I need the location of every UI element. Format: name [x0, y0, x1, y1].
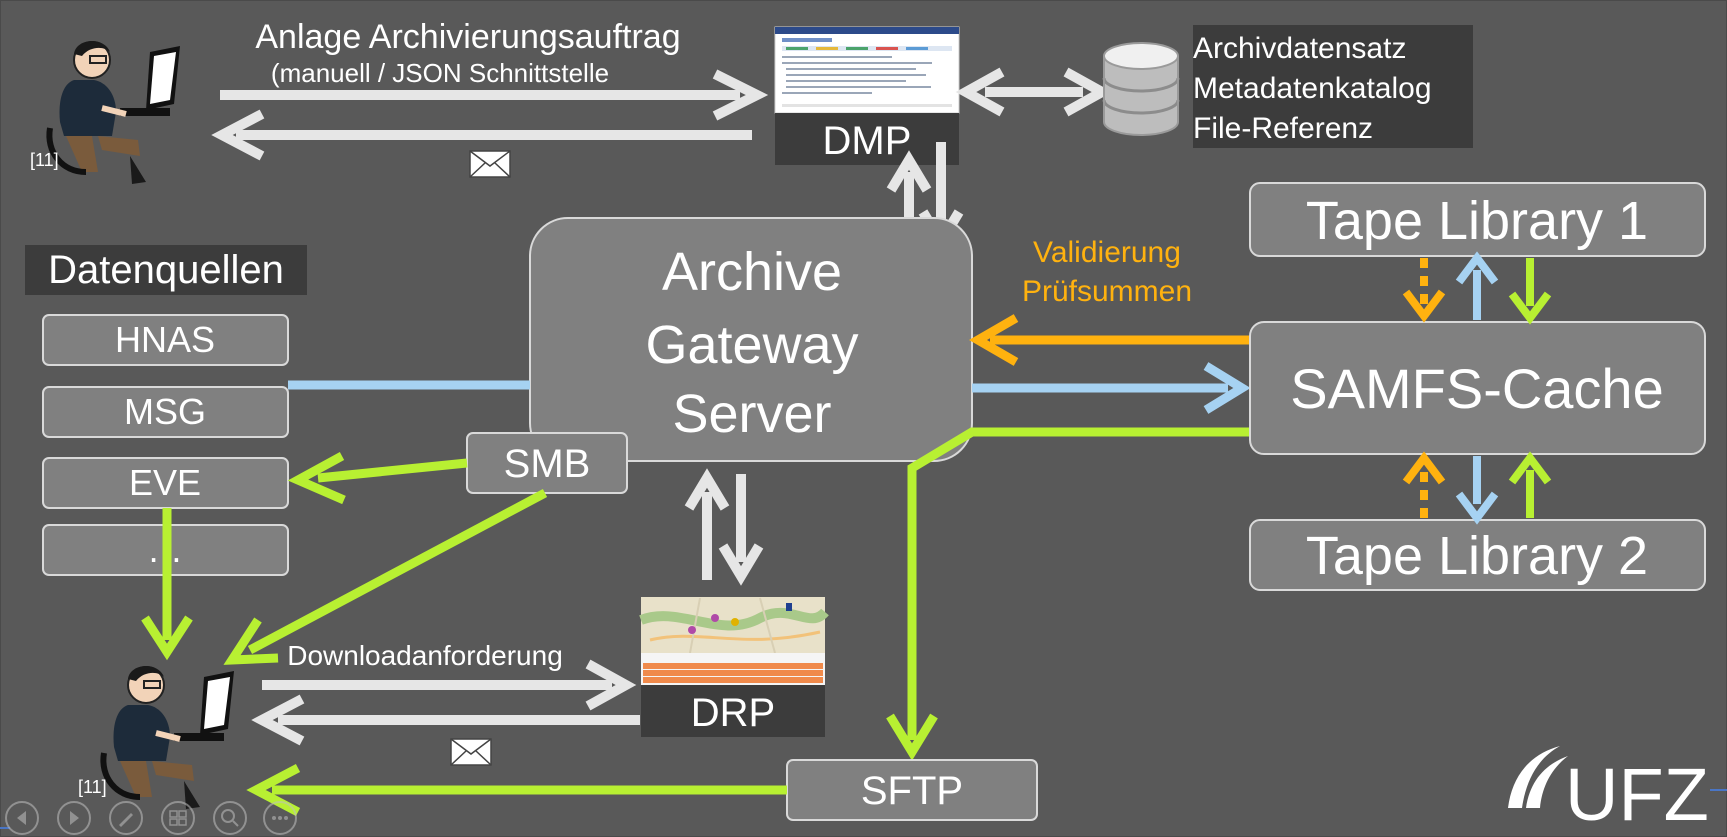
database-icon [1102, 42, 1180, 136]
database-info-line-2: Metadatenkatalog [1193, 72, 1432, 105]
download-label: Downloadanforderung [287, 640, 563, 671]
validation-arrow-head [969, 314, 1019, 366]
source-msg-box[interactable] [42, 386, 289, 438]
source-eve-label: EVE [129, 462, 201, 503]
dmp-label-box [775, 113, 959, 165]
presentation-controls [5, 801, 297, 835]
tape-library-1-label: Tape Library 1 [1306, 191, 1648, 251]
sftp-to-user-arrow-head [246, 764, 301, 816]
user-ref-top: [11] [30, 150, 59, 170]
cache-to-sftp-arrow-head [886, 713, 938, 761]
eve-to-user-arrow-head [141, 615, 193, 661]
user-ref-bottom: [11] [78, 777, 107, 797]
source-hnas-box[interactable] [42, 314, 289, 366]
gateway-to-cache-arrow-head [1203, 362, 1251, 414]
ufz-logo-icon: UFZ [1508, 746, 1709, 836]
gateway-line-2: Gateway [645, 315, 858, 375]
envelope-icon-top [469, 150, 511, 178]
next-slide-icon[interactable] [57, 801, 91, 835]
reply-arrow-left-head [211, 109, 265, 161]
smb-to-eve-arrow-head [287, 452, 346, 505]
tape2-cache-orange-head [1402, 451, 1446, 485]
sftp-label: SFTP [861, 769, 963, 813]
gateway-line-3: Server [672, 384, 831, 444]
smb-label: SMB [504, 442, 591, 486]
drp-gateway-arrow-down-head [718, 543, 764, 586]
tape1-cache-green-head [1508, 291, 1552, 325]
dmp-db-arrow-head-left [955, 67, 1005, 117]
ufz-logo-text: UFZ [1565, 753, 1709, 836]
download-request-arrow-head [585, 659, 637, 711]
download-reply-arrow-head [251, 694, 305, 746]
dmp-label: DMP [823, 119, 912, 163]
drp-label-box [641, 685, 825, 737]
cache-tape1-blue-head [1455, 251, 1499, 285]
source-msg-label: MSG [124, 391, 206, 432]
dmp-db-arrow-head-right [1063, 67, 1113, 117]
smb-to-user-arrow [247, 489, 548, 654]
upload-title: Anlage Archivierungsauftrag [255, 18, 680, 56]
dmp-screenshot-thumbnail [774, 26, 960, 114]
tape-library-2-label: Tape Library 2 [1306, 526, 1648, 586]
database-info-line-3: File-Referenz [1193, 112, 1373, 145]
samfs-cache-label: SAMFS-Cache [1290, 357, 1663, 420]
tape1-cache-orange-head [1402, 289, 1446, 323]
upload-arrow-right-head [712, 69, 769, 121]
database-info-box [1193, 25, 1473, 148]
database-info-line-1: Archivdatensatz [1193, 32, 1406, 65]
drp-label: DRP [691, 691, 775, 735]
gateway-line-1: Archive [662, 242, 842, 302]
drp-gateway-arrow-up-head [684, 468, 730, 511]
validation-line-1: Validierung [1033, 236, 1181, 269]
dmp-gateway-arrow-up-head [886, 150, 932, 193]
smb-to-eve-arrow [317, 458, 468, 483]
source-hnas-label: HNAS [115, 319, 215, 360]
sources-title: Datenquellen [48, 248, 284, 292]
tape2-cache-green-head [1508, 451, 1552, 485]
samfs-cache-box[interactable] [1249, 321, 1706, 455]
map-thumbnail-icon [639, 597, 829, 685]
validation-line-2: Prüfsummen [1022, 275, 1192, 308]
person-at-computer-icon-bottom [100, 665, 234, 809]
cache-tape2-blue-head [1455, 491, 1499, 525]
upload-subtitle: (manuell / JSON Schnittstelle [271, 58, 609, 88]
pen-icon[interactable] [109, 801, 143, 835]
more-options-icon[interactable] [263, 801, 297, 835]
sources-title-box [25, 245, 307, 295]
previous-slide-icon[interactable] [5, 801, 39, 835]
slide-overview-icon[interactable] [161, 801, 195, 835]
smb-to-user-arrow-head [223, 617, 279, 665]
zoom-icon[interactable] [213, 801, 247, 835]
envelope-icon-bottom [450, 738, 492, 766]
person-at-computer-icon-top [46, 40, 180, 184]
cache-to-sftp-path [907, 427, 1250, 740]
